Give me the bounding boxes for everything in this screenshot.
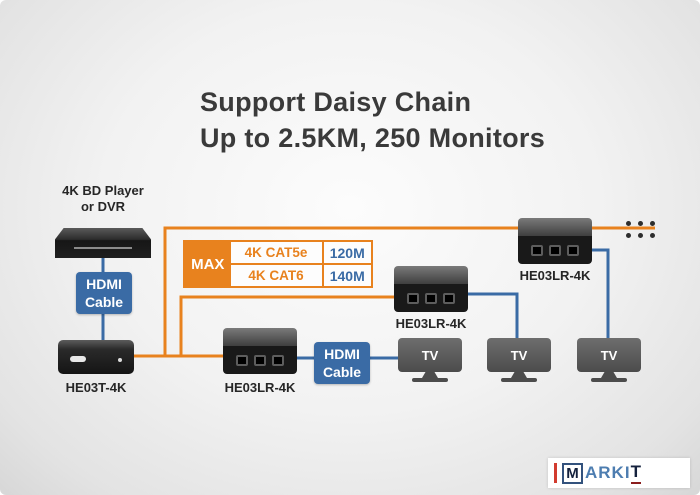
tx-led xyxy=(118,358,122,362)
hdmi-label-line2: Cable xyxy=(84,294,124,310)
port-icon xyxy=(549,244,561,256)
distance-cat6: 140M xyxy=(329,267,365,284)
tv1-stand-neck xyxy=(422,372,438,378)
hdmi-cable-label-middle: HDMI Cable xyxy=(314,342,370,384)
port-icon xyxy=(443,292,455,304)
source-label-line2: or DVR xyxy=(80,199,126,215)
source-device-label: 4K BD Player or DVR xyxy=(48,183,158,216)
hdmi-cable-receiver3-to-tv3 xyxy=(592,248,610,340)
port-icon xyxy=(567,244,579,256)
hdmi-label-line1: HDMI xyxy=(324,345,360,362)
tv3-screen: TV xyxy=(577,338,641,372)
watermark-logo: M ARKI T xyxy=(548,458,690,488)
watermark-m-box: M xyxy=(562,462,583,484)
receiver3-top-face xyxy=(518,218,592,236)
watermark-accent xyxy=(554,463,557,483)
tv2-stand-base xyxy=(501,378,537,382)
cat-cable-branch-to-receiver2 xyxy=(179,295,394,356)
hdmi-label-line1: HDMI xyxy=(86,275,122,292)
source-label-line1: 4K BD Player xyxy=(62,183,144,198)
receiver1-top-face xyxy=(223,328,297,346)
tv3: TV xyxy=(577,338,641,382)
receiver1-device xyxy=(223,328,297,374)
port-icon xyxy=(272,354,284,366)
port-icon xyxy=(425,292,437,304)
watermark-text-mid: ARKI xyxy=(585,463,631,482)
tv3-stand-base xyxy=(591,378,627,382)
tv1-screen: TV xyxy=(398,338,462,372)
tv1-stand-base xyxy=(412,378,448,382)
transmitter-device xyxy=(58,340,134,374)
distance-cat5e: 120M xyxy=(323,242,371,265)
bd-player-device xyxy=(55,228,151,258)
max-badge: MAX xyxy=(185,242,231,286)
receiver2-label: HE03LR-4K xyxy=(395,316,467,331)
title-line-2: Up to 2.5KM, 250 Monitors xyxy=(200,123,546,154)
tv3-stand-neck xyxy=(601,372,617,378)
continuation-dots-icon xyxy=(626,221,666,238)
tv2-stand-neck xyxy=(511,372,527,378)
title-line-1: Support Daisy Chain xyxy=(200,87,472,117)
hdmi-label-line2: Cable xyxy=(322,364,362,380)
tv2: TV xyxy=(487,338,551,382)
cable-type-cat5e: 4K CAT5e xyxy=(230,242,322,265)
hdmi-cable-receiver2-to-tv2 xyxy=(462,292,519,340)
tx-slot xyxy=(70,356,86,362)
cable-type-column: 4K CAT5e 4K CAT6 xyxy=(230,242,322,286)
cat-cable-trunk-to-receiver3 xyxy=(163,226,655,356)
port-icon xyxy=(407,292,419,304)
tv2-screen: TV xyxy=(487,338,551,372)
tv1: TV xyxy=(398,338,462,382)
receiver3-front-face xyxy=(518,236,592,264)
receiver1-front-face xyxy=(223,346,297,374)
receiver2-front-face xyxy=(394,284,468,312)
max-distance-spec-box: MAX 4K CAT5e 4K CAT6 120M 140M xyxy=(183,240,373,288)
disc-slot xyxy=(74,246,132,249)
hdmi-cable-label-left: HDMI Cable xyxy=(76,272,132,314)
receiver2-device xyxy=(394,266,468,312)
receiver3-device xyxy=(518,218,592,264)
receiver1-label: HE03LR-4K xyxy=(224,380,296,395)
port-icon xyxy=(236,354,248,366)
watermark-text-end: T xyxy=(630,462,641,484)
receiver2-top-face xyxy=(394,266,468,284)
receiver3-label: HE03LR-4K xyxy=(519,268,591,283)
cable-type-cat6: 4K CAT6 xyxy=(248,268,304,283)
port-icon xyxy=(254,354,266,366)
distance-column: 120M 140M xyxy=(321,242,371,286)
diagram-title: Support Daisy Chain Up to 2.5KM, 250 Mon… xyxy=(200,84,545,157)
transmitter-label: HE03T-4K xyxy=(65,380,127,395)
port-icon xyxy=(531,244,543,256)
